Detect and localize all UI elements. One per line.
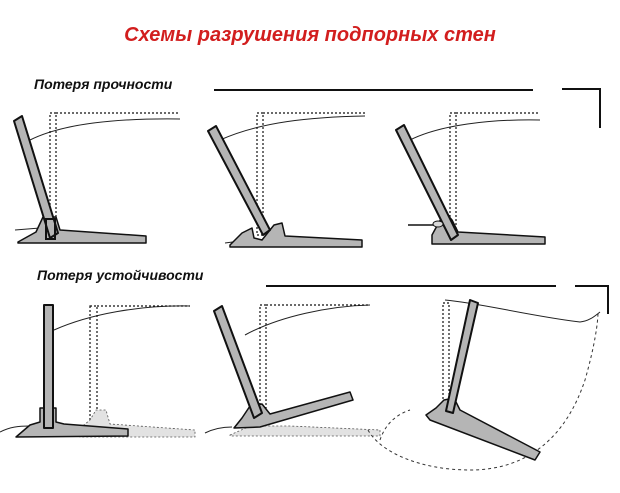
original-wall-outline [442, 302, 450, 414]
tilted-wall [207, 125, 271, 236]
slip-surface-toe [379, 409, 411, 441]
backfill-surface [53, 305, 191, 331]
diagram-title: Схемы разрушения подпорных стен [124, 24, 496, 46]
footing [15, 407, 129, 438]
header-corner-1 [562, 88, 601, 128]
scheme-strength-2 [207, 112, 366, 248]
backfill-surface [29, 118, 181, 141]
tilted-wall [213, 305, 263, 419]
scheme-stability-1 [0, 304, 196, 438]
backfill-surface [244, 304, 371, 336]
scheme-stability-2 [204, 304, 381, 437]
shifted-wall-outline [89, 305, 98, 425]
crack-zone [45, 218, 56, 240]
group-label-stability-loss: Потеря устойчивости [37, 267, 204, 283]
scheme-stability-3 [367, 299, 601, 471]
slip-surface [367, 311, 599, 471]
displaced-footing [233, 391, 354, 429]
vertical-wall [43, 304, 54, 429]
ground-line [204, 426, 233, 434]
footing [17, 216, 147, 244]
ground-line [0, 425, 31, 433]
ground-line [14, 227, 41, 231]
tilted-wall [445, 299, 479, 414]
tilted-wall [13, 115, 59, 239]
scheme-strength-3 [395, 112, 546, 245]
scheme-strength-1 [13, 112, 181, 244]
group-label-strength-loss: Потеря прочности [34, 76, 173, 92]
crack-detail [432, 220, 444, 228]
header-corner-2 [575, 285, 609, 314]
displaced-footing [425, 397, 541, 461]
original-footing-outline [229, 425, 381, 437]
tilted-wall [395, 124, 459, 241]
original-wall-outline [449, 112, 457, 234]
backfill-surface [409, 119, 541, 141]
footing [229, 222, 363, 248]
backfill-surface [219, 115, 366, 141]
